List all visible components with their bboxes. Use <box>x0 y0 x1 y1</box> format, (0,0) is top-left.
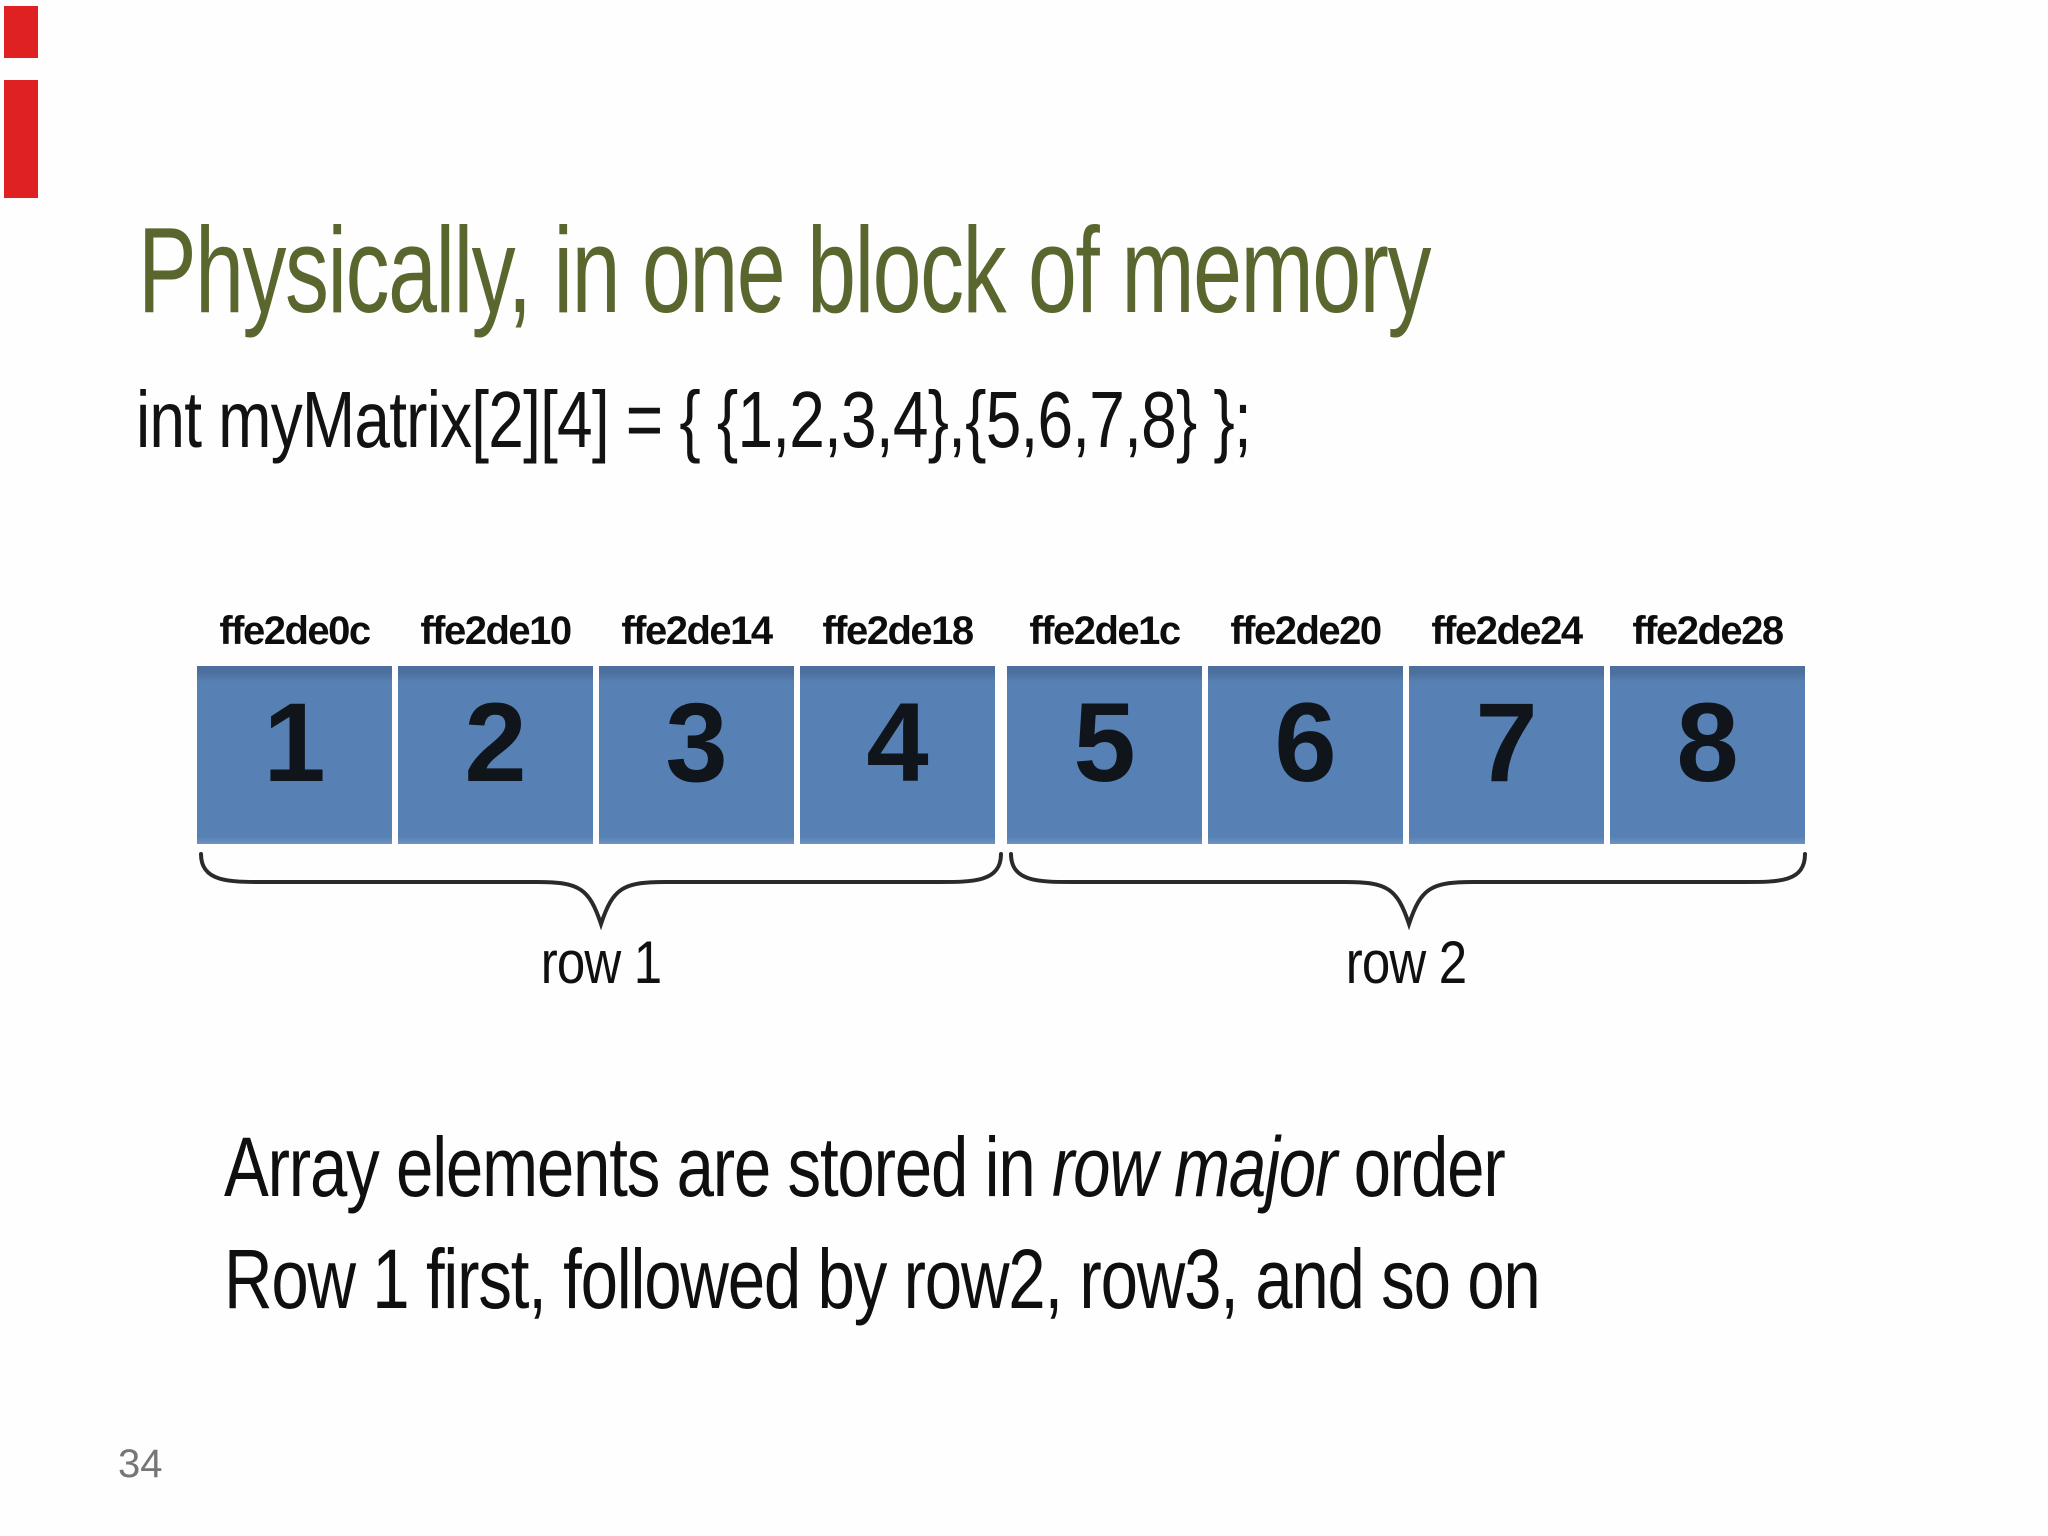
memory-cell: 2 <box>398 666 593 844</box>
memory-cell: 5 <box>1007 666 1202 844</box>
red-marker-block-bottom <box>4 80 38 198</box>
address-label: ffe2de24 <box>1431 609 1583 653</box>
address-row: ffe2de0c ffe2de10 ffe2de14 ffe2de18 ffe2… <box>197 596 1809 654</box>
memory-diagram: ffe2de0c ffe2de10 ffe2de14 ffe2de18 ffe2… <box>197 596 1809 844</box>
body-line1-prefix: Array elements are stored in <box>224 1120 1052 1214</box>
body-text: Array elements are stored in row major o… <box>224 1112 1541 1335</box>
row1-underbrace <box>199 852 1003 931</box>
address-label: ffe2de20 <box>1230 609 1382 653</box>
memory-cell: 1 <box>197 666 392 844</box>
memory-cells-row: 1 2 3 4 5 6 7 8 <box>197 666 1809 844</box>
page-number: 34 <box>118 1442 163 1486</box>
code-declaration: int myMatrix[2][4] = { {1,2,3,4},{5,6,7,… <box>136 375 1252 464</box>
row2-underbrace <box>1009 852 1807 931</box>
address-label: ffe2de14 <box>621 609 773 653</box>
memory-cell: 8 <box>1610 666 1805 844</box>
memory-cell: 3 <box>599 666 794 844</box>
body-line1-suffix: order <box>1336 1120 1506 1214</box>
page-title: Physically, in one block of memory <box>138 202 1431 338</box>
body-line1-italic: row major <box>1051 1120 1337 1214</box>
address-label: ffe2de1c <box>1029 609 1181 653</box>
red-marker-block-top <box>4 6 38 58</box>
address-label: ffe2de10 <box>420 609 572 653</box>
body-line-2: Row 1 first, followed by row2, row3, and… <box>224 1231 1541 1326</box>
underbrace-graphics <box>199 852 1807 931</box>
memory-cell: 7 <box>1409 666 1604 844</box>
row1-label: row 1 <box>540 929 662 996</box>
address-label: ffe2de0c <box>219 609 371 653</box>
body-line-1: Array elements are stored in row major o… <box>224 1112 1540 1224</box>
address-label: ffe2de18 <box>822 609 974 653</box>
row2-label: row 2 <box>1345 929 1467 996</box>
memory-cell: 4 <box>800 666 995 844</box>
memory-cell: 6 <box>1208 666 1403 844</box>
address-label: ffe2de28 <box>1632 609 1784 653</box>
